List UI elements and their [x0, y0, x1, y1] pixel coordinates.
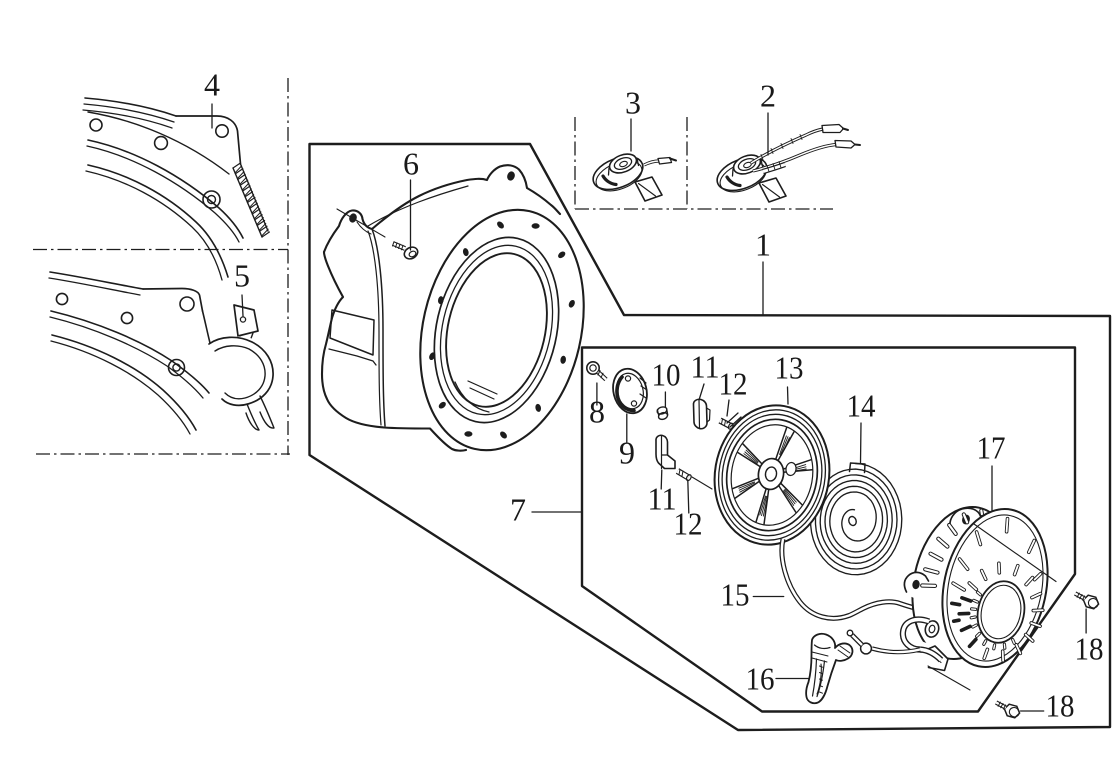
svg-text:8: 8 — [589, 393, 605, 429]
svg-text:12: 12 — [674, 505, 703, 541]
svg-text:16: 16 — [746, 660, 775, 696]
svg-text:18: 18 — [1046, 687, 1075, 723]
svg-text:11: 11 — [648, 480, 677, 516]
svg-text:6: 6 — [403, 145, 419, 181]
svg-text:14: 14 — [847, 387, 876, 423]
svg-text:5: 5 — [234, 257, 250, 293]
svg-text:13: 13 — [775, 349, 804, 385]
svg-text:4: 4 — [204, 66, 220, 102]
svg-text:7: 7 — [510, 491, 526, 527]
svg-text:10: 10 — [652, 356, 681, 392]
svg-text:12: 12 — [719, 365, 748, 401]
svg-text:17: 17 — [977, 429, 1006, 465]
svg-text:3: 3 — [625, 84, 641, 120]
svg-text:9: 9 — [619, 434, 635, 470]
svg-text:18: 18 — [1075, 630, 1104, 666]
svg-text:11: 11 — [691, 348, 720, 384]
svg-text:15: 15 — [721, 576, 750, 612]
svg-text:2: 2 — [760, 77, 776, 113]
svg-text:1: 1 — [755, 226, 771, 262]
